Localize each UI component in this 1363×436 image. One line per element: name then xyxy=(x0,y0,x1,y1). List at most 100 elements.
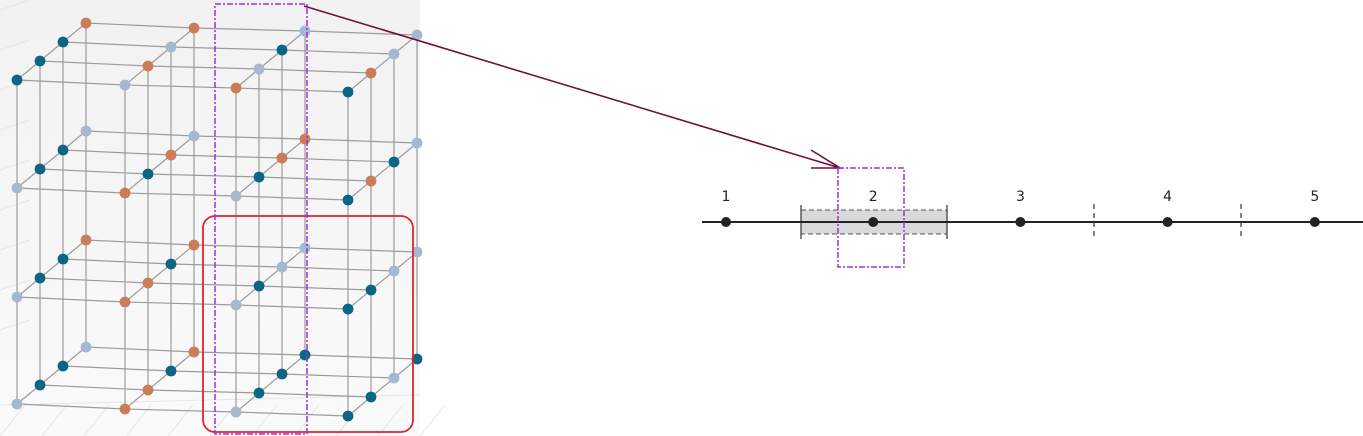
lattice-node xyxy=(188,130,200,142)
lattice-node xyxy=(80,234,92,246)
lattice-node xyxy=(342,303,354,315)
lattice-edge xyxy=(85,130,195,137)
lattice-node xyxy=(188,346,200,358)
lattice-edge xyxy=(170,263,283,268)
lattice-edge xyxy=(39,277,149,284)
lattice-edge xyxy=(85,239,195,246)
lattice-node xyxy=(411,137,423,149)
lattice-edge xyxy=(235,87,349,93)
lattice-node xyxy=(276,261,288,273)
lattice-node xyxy=(34,379,46,391)
lattice-node xyxy=(299,25,311,37)
lattice-edge xyxy=(62,41,172,48)
lattice-node xyxy=(365,175,377,187)
lattice-node xyxy=(80,125,92,137)
line-point xyxy=(1015,217,1026,227)
lattice-edge xyxy=(124,408,237,413)
lattice-edge xyxy=(170,46,283,51)
lattice-node xyxy=(230,299,242,311)
line-point-label: 3 xyxy=(1016,189,1025,205)
lattice-edge xyxy=(258,285,372,291)
lattice-edge xyxy=(16,79,126,86)
lattice-node xyxy=(165,41,177,53)
lattice-node xyxy=(142,60,154,72)
lattice-edge xyxy=(258,68,372,74)
lattice-node xyxy=(230,82,242,94)
lattice-edge xyxy=(281,266,395,272)
lattice-node xyxy=(188,239,200,251)
lattice-edge xyxy=(147,173,260,178)
lattice-node xyxy=(342,194,354,206)
lattice-node xyxy=(119,403,131,415)
lattice-node xyxy=(11,182,23,194)
lattice-node xyxy=(165,365,177,377)
lattice-edge xyxy=(62,365,172,372)
lattice-edge xyxy=(39,384,149,391)
lattice-node xyxy=(34,163,46,175)
lattice-node xyxy=(230,406,242,418)
lattice-edge xyxy=(170,370,283,375)
highlight-frame-purple-line xyxy=(837,167,905,268)
lattice-edge xyxy=(235,411,349,417)
background-grid-line xyxy=(0,119,31,131)
lattice-node xyxy=(253,280,265,292)
lattice-edge xyxy=(16,296,126,303)
lattice-node xyxy=(142,277,154,289)
lattice-edge xyxy=(62,149,172,156)
lattice-edge xyxy=(193,135,306,140)
lattice-node xyxy=(119,296,131,308)
lattice-edge xyxy=(281,49,395,55)
lattice-3d xyxy=(0,0,446,436)
lattice-node xyxy=(388,372,400,384)
background-grid-line xyxy=(0,279,31,291)
arrow-head xyxy=(810,149,843,169)
background-grid-line xyxy=(0,319,31,331)
lattice-node xyxy=(165,149,177,161)
line-point-label: 5 xyxy=(1310,189,1319,205)
lattice-node xyxy=(80,17,92,29)
lattice-edge xyxy=(39,168,149,175)
lattice-edge xyxy=(304,354,418,360)
lattice-edge xyxy=(281,157,395,163)
lattice-nodes xyxy=(11,17,423,422)
lattice-node xyxy=(276,368,288,380)
lattice-edge xyxy=(124,301,237,306)
lattice-node xyxy=(142,384,154,396)
lattice-edge xyxy=(304,247,418,253)
lattice-node xyxy=(11,291,23,303)
lattice-edge xyxy=(124,84,237,89)
line-point xyxy=(721,217,731,227)
lattice-edge xyxy=(62,258,172,265)
lattice-node xyxy=(11,398,23,410)
lattice-node xyxy=(57,144,69,156)
lattice-edge xyxy=(235,304,349,310)
lattice-node xyxy=(365,391,377,403)
lattice-edge xyxy=(85,22,195,29)
lattice-edge xyxy=(281,373,395,379)
line-point xyxy=(868,217,879,227)
line-point-label: 2 xyxy=(869,189,878,205)
lattice-node xyxy=(253,171,265,183)
lattice-node xyxy=(119,79,131,91)
background-grid-line xyxy=(0,39,31,51)
lattice-edge xyxy=(193,244,306,249)
lattice-node xyxy=(411,353,423,365)
lattice-node xyxy=(165,258,177,270)
arrow-shaft xyxy=(303,5,841,169)
lattice-edge xyxy=(258,392,372,398)
lattice-node xyxy=(230,190,242,202)
highlight-frame-red xyxy=(202,215,414,433)
lattice-edge xyxy=(147,65,260,70)
lattice-node xyxy=(411,29,423,41)
lattice-edge xyxy=(170,154,283,159)
line-point-label: 1 xyxy=(722,189,731,205)
background-grid-line xyxy=(209,404,236,436)
lattice-node xyxy=(365,67,377,79)
highlight-frame-purple-lattice xyxy=(214,3,308,435)
background-grid-line xyxy=(0,199,31,211)
lattice-node xyxy=(342,410,354,422)
